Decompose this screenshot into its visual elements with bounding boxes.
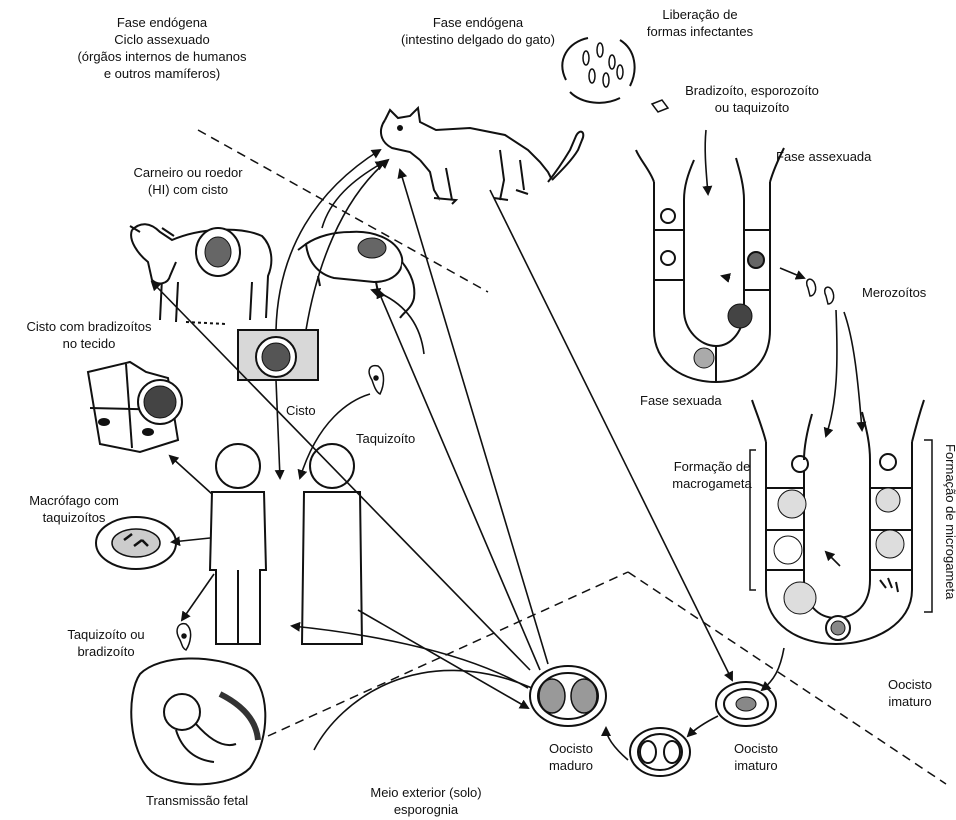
label-line: Merozoítos	[862, 284, 926, 301]
label-line: Taquizoíto ou	[46, 626, 166, 643]
label-macrofago: Macrófago com taquizoítos	[14, 492, 134, 526]
label-oocisto-imaturo-right: Oocisto imaturo	[880, 676, 940, 710]
label-line: Liberação de	[630, 6, 770, 23]
label-line: imaturo	[880, 693, 940, 710]
label-line: Macrófago com	[14, 492, 134, 509]
label-oocisto-maduro: Oocisto maduro	[536, 740, 606, 774]
immature-oocyst-bottom	[630, 728, 690, 776]
cow-illustration	[130, 224, 271, 324]
label-fase-assexuada: Fase assexuada	[776, 148, 871, 165]
label-merozoitos: Merozoítos	[862, 284, 926, 301]
label-line: Cisto com bradizoítos	[14, 318, 164, 335]
label-line: e outros mamíferos)	[62, 65, 262, 82]
label-liberacao: Liberação de formas infectantes	[630, 6, 770, 40]
label-line: Oocisto	[726, 740, 786, 757]
label-line: bradizoíto	[46, 643, 166, 660]
intestine-sexual-illustration	[752, 400, 924, 644]
label-line: Meio exterior (solo)	[356, 784, 496, 801]
label-line: Formação de	[662, 458, 762, 475]
label-line: Fase assexuada	[776, 148, 871, 165]
label-line: imaturo	[726, 757, 786, 774]
label-line: taquizoítos	[14, 509, 134, 526]
label-taquizoito-ou-bradizoito: Taquizoíto ou bradizoíto	[46, 626, 166, 660]
label-line: (órgãos internos de humanos	[62, 48, 262, 65]
label-line: Fase sexuada	[640, 392, 722, 409]
label-transmissao-fetal: Transmissão fetal	[146, 792, 248, 809]
label-line: Taquizoíto	[356, 430, 415, 447]
label-line: (HI) com cisto	[118, 181, 258, 198]
mature-oocyst	[530, 666, 606, 726]
label-cisto: Cisto	[286, 402, 316, 419]
label-line: Oocisto	[536, 740, 606, 757]
label-line: Carneiro ou roedor	[118, 164, 258, 181]
released-forms-illustration	[562, 38, 634, 103]
label-line: Ciclo assexuado	[62, 31, 262, 48]
label-fase-endogena-ciclo: Fase endógena Ciclo assexuado (órgãos in…	[62, 14, 262, 82]
label-cisto-bradizoitos: Cisto com bradizoítos no tecido	[14, 318, 164, 352]
label-fase-sexuada: Fase sexuada	[640, 392, 722, 409]
label-line: maduro	[536, 757, 606, 774]
rat-illustration	[298, 232, 414, 318]
label-line: ou taquizoíto	[672, 99, 832, 116]
label-line: Cisto	[286, 402, 316, 419]
label-line: esporognia	[356, 801, 496, 818]
immature-oocyst-right	[716, 682, 776, 726]
intestine-asexual-illustration	[636, 148, 784, 382]
tissue-cells-cyst-illustration	[88, 362, 182, 452]
label-line: Oocisto	[880, 676, 940, 693]
label-fase-endogena-gato: Fase endógena (intestino delgado do gato…	[388, 14, 568, 48]
label-meio-exterior: Meio exterior (solo) esporognia	[356, 784, 496, 818]
label-line: macrogameta	[662, 475, 762, 492]
label-line: Bradizoíto, esporozoíto	[672, 82, 832, 99]
label-bradizoito-esporozoito: Bradizoíto, esporozoíto ou taquizoíto	[672, 82, 832, 116]
label-line: formas infectantes	[630, 23, 770, 40]
label-line: Transmissão fetal	[146, 792, 248, 809]
fetus-illustration	[131, 658, 265, 784]
label-oocisto-imaturo-bottom: Oocisto imaturo	[726, 740, 786, 774]
tissue-cyst-illustration	[238, 330, 318, 380]
label-formacao-macrogameta: Formação de macrogameta	[662, 458, 762, 492]
label-line: Fase endógena	[62, 14, 262, 31]
label-line: (intestino delgado do gato)	[388, 31, 568, 48]
label-line: no tecido	[14, 335, 164, 352]
label-taquizoito: Taquizoíto	[356, 430, 415, 447]
cat-illustration	[381, 108, 583, 204]
label-line: Fase endógena	[388, 14, 568, 31]
label-carneiro: Carneiro ou roedor (HI) com cisto	[118, 164, 258, 198]
label-formacao-microgameta: Formação de microgameta	[942, 444, 956, 599]
